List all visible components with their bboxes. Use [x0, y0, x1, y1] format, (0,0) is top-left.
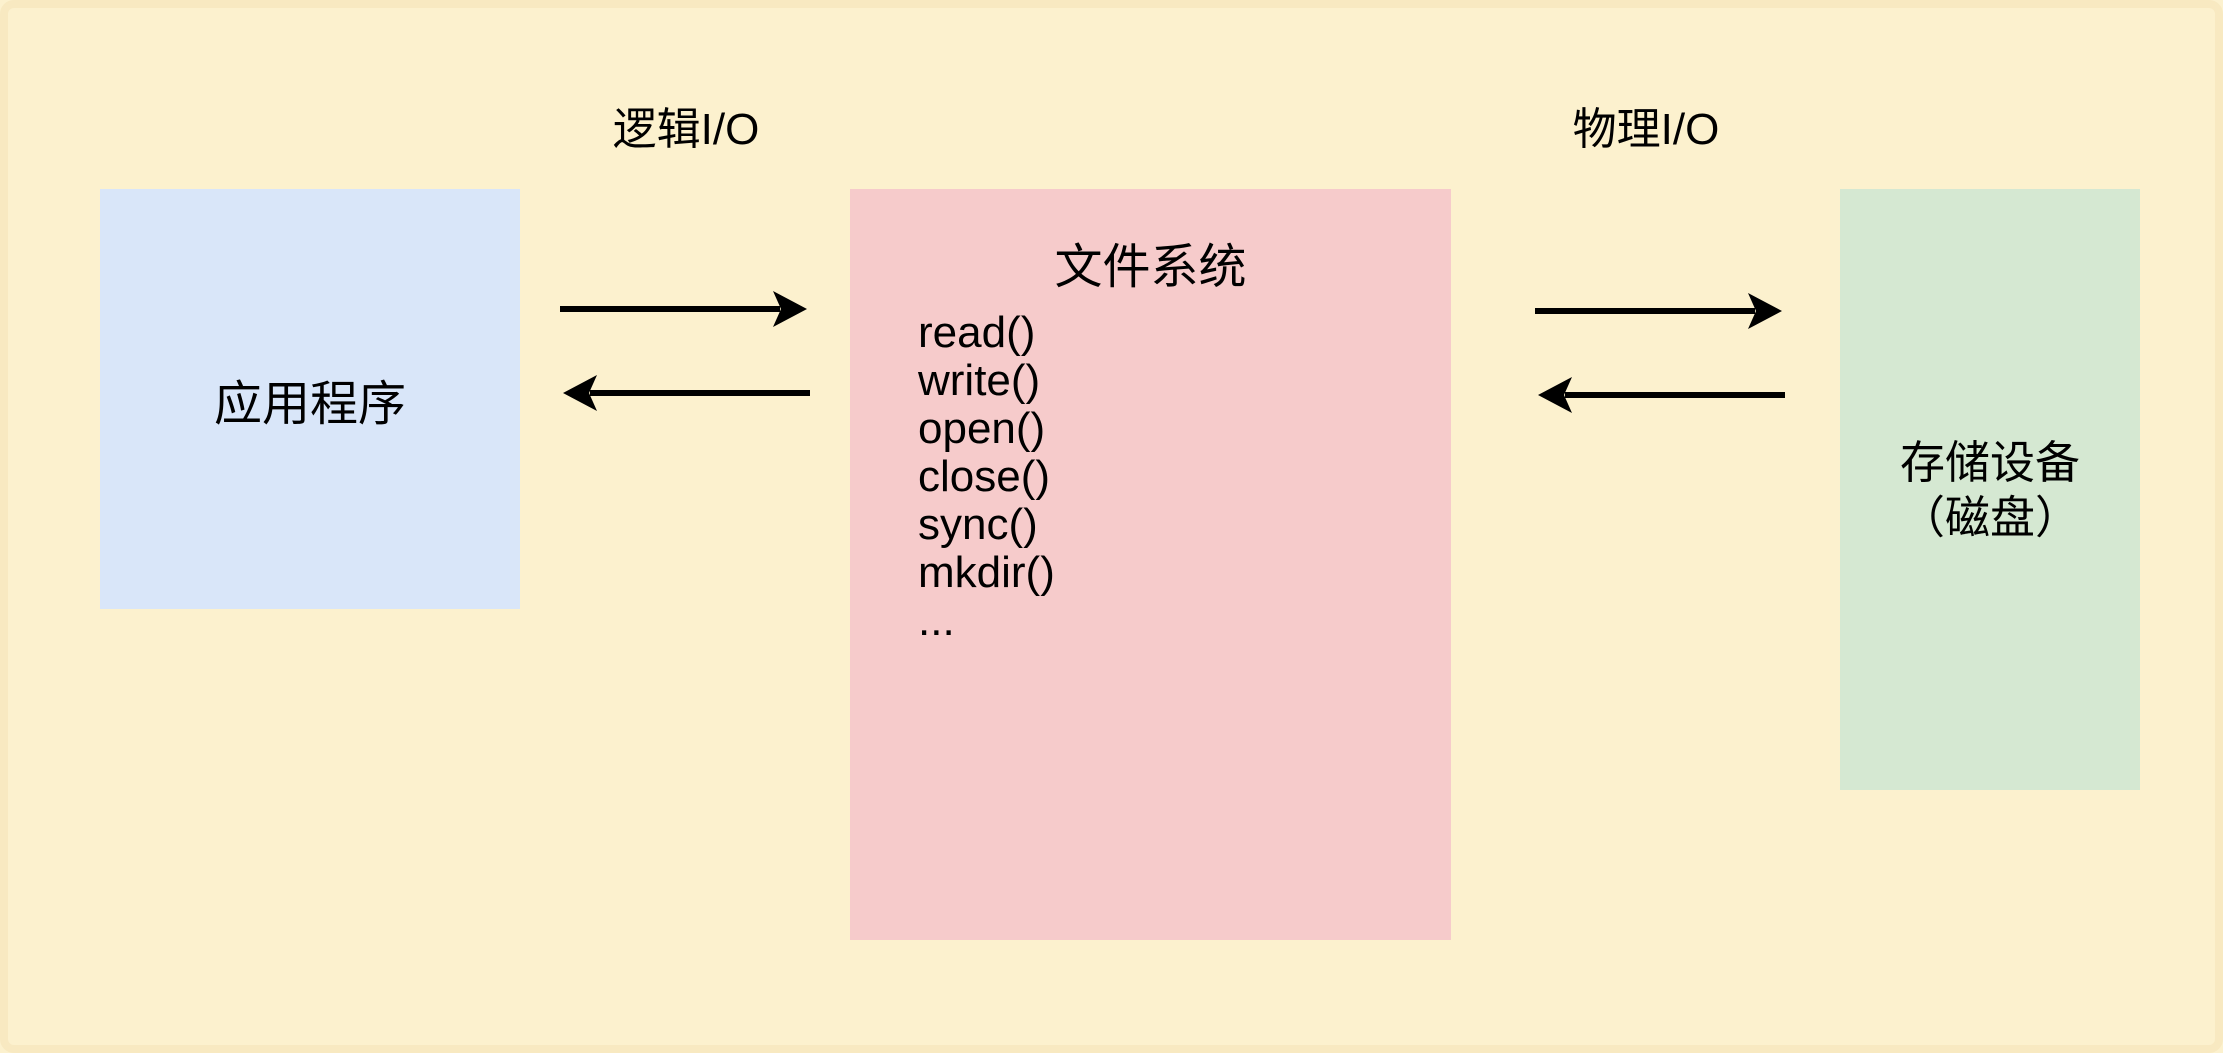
physical-io-label: 物理I/O	[1572, 105, 1720, 154]
storage-device-label-line2: （磁盘）	[1899, 491, 2080, 543]
file-system-api-list: read() write() open() close() sync() mkd…	[850, 309, 1451, 645]
api-call-item: open()	[918, 404, 1046, 453]
api-call-item: mkdir()	[918, 548, 1055, 597]
right-arrow-icon	[1535, 289, 1785, 333]
left-arrow-icon	[1535, 373, 1785, 417]
logical-io-label: 逻辑I/O	[612, 105, 760, 154]
file-system-box: 文件系统 read() write() open() close() sync(…	[850, 189, 1451, 940]
application-box-label: 应用程序	[213, 378, 406, 431]
api-call-item: write()	[918, 356, 1041, 405]
storage-device-box: 存储设备 （磁盘）	[1840, 189, 2140, 790]
api-call-item: ...	[918, 596, 955, 645]
application-box: 应用程序	[100, 189, 520, 609]
left-arrow-icon	[560, 371, 810, 415]
right-arrow-icon	[560, 287, 810, 331]
api-call-item: close()	[918, 452, 1051, 501]
file-system-title: 文件系统	[1054, 241, 1247, 294]
api-call-item: sync()	[918, 500, 1038, 549]
storage-device-label-line1: 存储设备	[1899, 436, 2080, 488]
api-call-item: read()	[918, 308, 1036, 357]
